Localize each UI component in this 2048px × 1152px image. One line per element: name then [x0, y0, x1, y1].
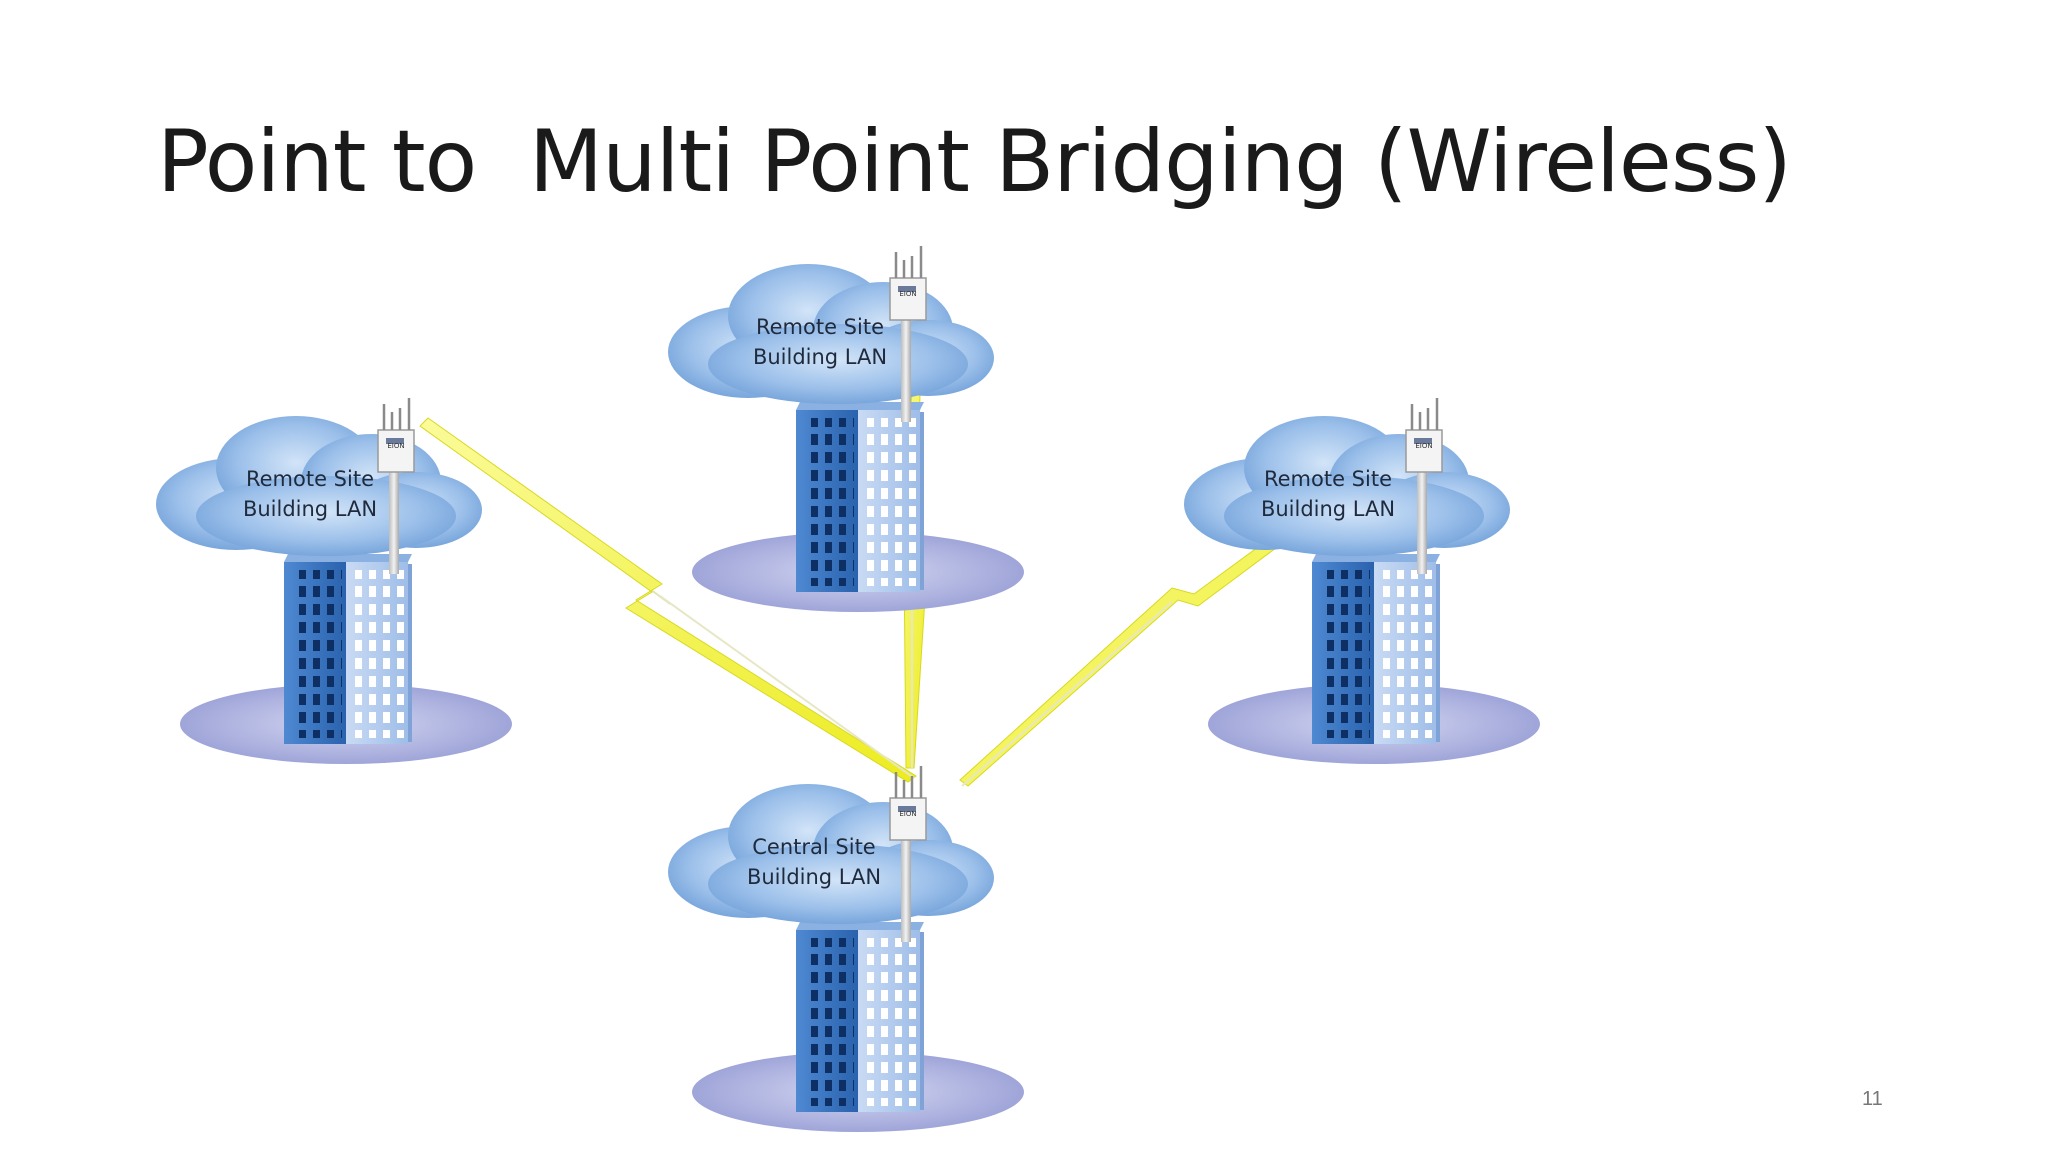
node-label-line1: Central Site	[752, 835, 875, 859]
node-label-line2: Building LAN	[747, 865, 881, 889]
node-label-line1: Remote Site	[246, 467, 374, 491]
radio-brand-label: EION	[1415, 442, 1432, 450]
node-label-line2: Building LAN	[1261, 497, 1395, 521]
link-central-to-left	[419, 417, 917, 783]
radio-brand-label: EION	[387, 442, 404, 450]
node-label-line2: Building LAN	[753, 345, 887, 369]
page-number: 11	[1862, 1088, 1883, 1110]
radio-brand-label: EION	[899, 810, 916, 818]
node-label-line1: Remote Site	[1264, 467, 1392, 491]
node-remote-site-left: Remote Site Building LAN EION	[154, 396, 514, 766]
node-remote-site-top: Remote Site Building LAN EION	[666, 244, 1026, 614]
node-remote-site-right: Remote Site Building LAN EION	[1182, 396, 1542, 766]
node-label-line1: Remote Site	[756, 315, 884, 339]
slide-title: Point to Multi Point Bridging (Wireless)	[157, 112, 1792, 212]
node-central-site: Central Site Building LAN EION	[666, 764, 1026, 1134]
radio-brand-label: EION	[899, 290, 916, 298]
node-label-line2: Building LAN	[243, 497, 377, 521]
